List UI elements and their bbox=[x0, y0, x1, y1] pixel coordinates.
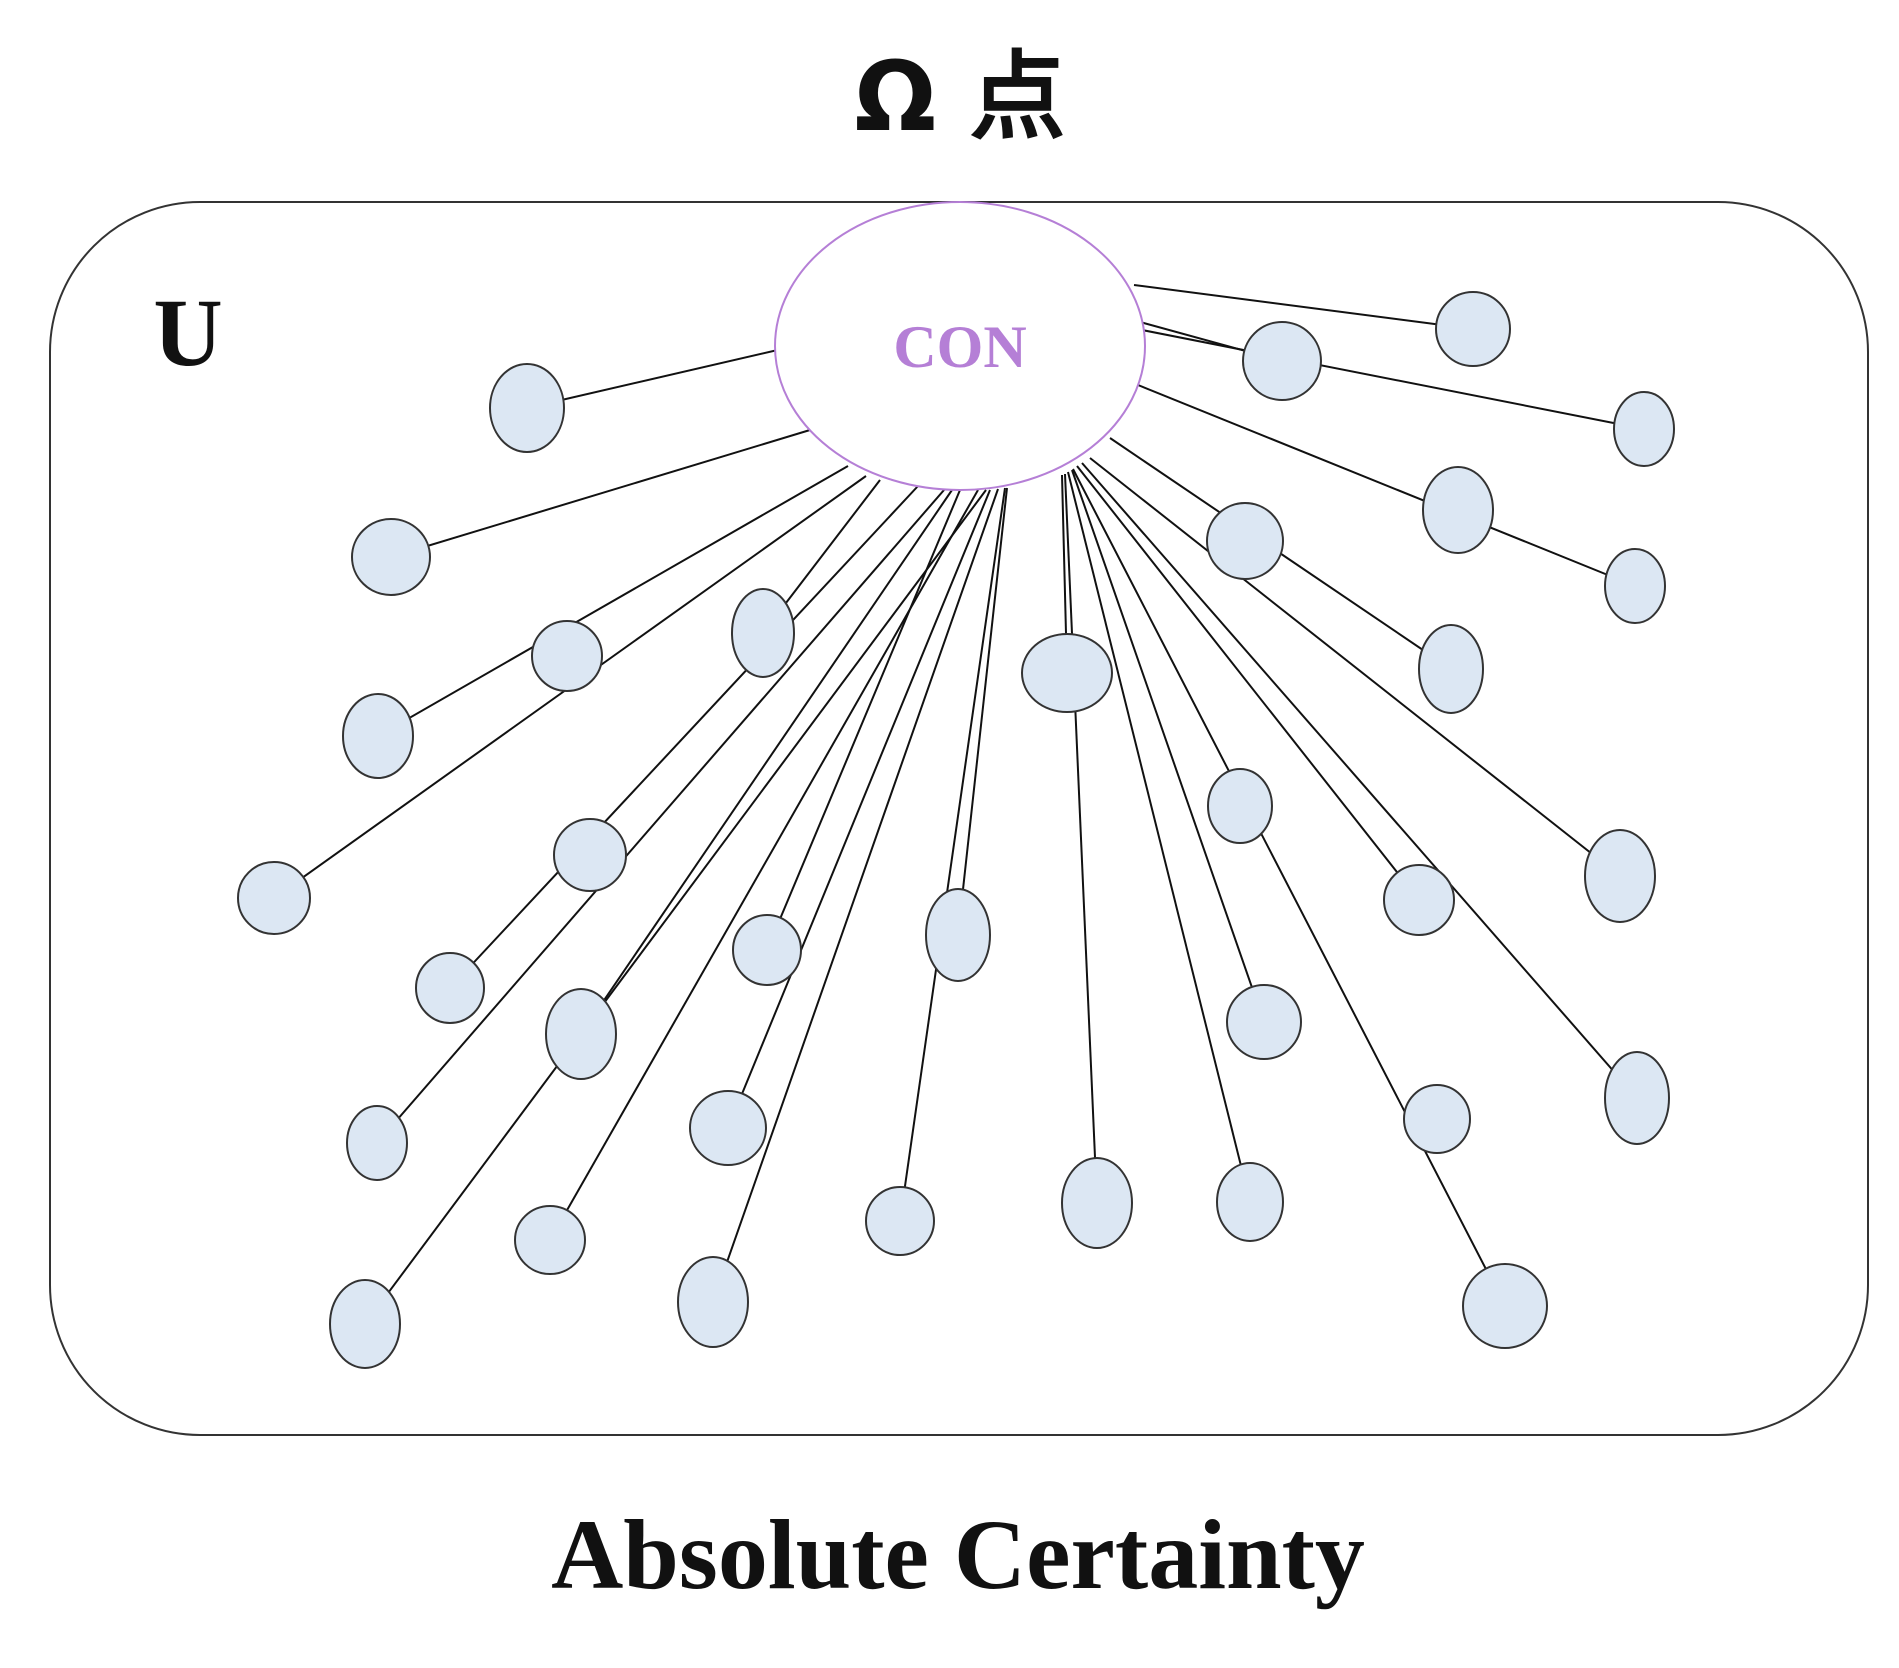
connector-line-9 bbox=[364, 489, 987, 1325]
node-11 bbox=[346, 1105, 408, 1181]
node-34 bbox=[1435, 291, 1511, 367]
node-7 bbox=[553, 818, 627, 892]
connector-line-7 bbox=[376, 489, 945, 1144]
node-22 bbox=[1207, 768, 1273, 844]
connector-line-14 bbox=[957, 487, 1008, 936]
connector-line-8 bbox=[580, 489, 953, 1035]
connector-line-19 bbox=[1071, 469, 1265, 1023]
connector-line-22 bbox=[1081, 462, 1638, 1099]
node-28 bbox=[1206, 502, 1284, 580]
node-21 bbox=[1226, 984, 1302, 1060]
connector-line-13 bbox=[727, 489, 991, 1129]
node-14 bbox=[329, 1279, 401, 1369]
node-29 bbox=[1418, 624, 1484, 714]
node-4 bbox=[342, 693, 414, 779]
node-2 bbox=[351, 518, 431, 596]
connector-line-25 bbox=[1137, 384, 1636, 587]
con-center-node bbox=[774, 201, 1146, 491]
connector-line-23 bbox=[1089, 457, 1621, 877]
connector-line-3 bbox=[377, 465, 849, 737]
node-17 bbox=[865, 1186, 935, 1256]
node-13 bbox=[514, 1205, 586, 1275]
connector-line-11 bbox=[712, 488, 999, 1303]
node-3 bbox=[531, 620, 603, 692]
node-6 bbox=[237, 861, 311, 935]
node-8 bbox=[415, 952, 485, 1024]
node-25 bbox=[1604, 1051, 1670, 1145]
node-24 bbox=[1403, 1084, 1471, 1154]
node-20 bbox=[1216, 1162, 1284, 1242]
node-30 bbox=[1604, 548, 1666, 624]
connector-line-6 bbox=[449, 485, 919, 989]
node-26 bbox=[1584, 829, 1656, 923]
node-32 bbox=[1613, 391, 1675, 467]
node-19 bbox=[1061, 1157, 1133, 1249]
connector-line-27 bbox=[1133, 284, 1474, 330]
node-33 bbox=[1242, 321, 1322, 401]
connector-line-2 bbox=[390, 429, 811, 558]
connector-line-18 bbox=[1067, 471, 1251, 1203]
connector-line-26 bbox=[1141, 329, 1645, 430]
node-15 bbox=[677, 1256, 749, 1348]
node-1 bbox=[489, 363, 565, 453]
node-18 bbox=[1021, 633, 1113, 713]
connector-line-1 bbox=[526, 348, 783, 409]
node-31 bbox=[1422, 466, 1494, 554]
connector-line-17 bbox=[1064, 473, 1098, 1204]
universe-label: U bbox=[153, 279, 222, 386]
node-16 bbox=[925, 888, 991, 982]
node-5 bbox=[731, 588, 795, 678]
node-27 bbox=[1462, 1263, 1548, 1349]
node-group bbox=[237, 291, 1675, 1369]
node-23 bbox=[1383, 864, 1455, 936]
edge-group bbox=[273, 284, 1645, 1325]
connector-line-12 bbox=[766, 489, 961, 951]
node-9 bbox=[732, 914, 802, 986]
omega-point-title: Ω 点 bbox=[854, 41, 1065, 153]
node-12 bbox=[689, 1090, 767, 1166]
connector-line-16 bbox=[899, 487, 1006, 1222]
connector-line-20 bbox=[1072, 468, 1506, 1307]
con-center-label: CON bbox=[893, 314, 1026, 380]
diagram-caption: Absolute Certainty bbox=[551, 1499, 1365, 1610]
connector-line-21 bbox=[1076, 465, 1420, 901]
node-10 bbox=[545, 988, 617, 1080]
